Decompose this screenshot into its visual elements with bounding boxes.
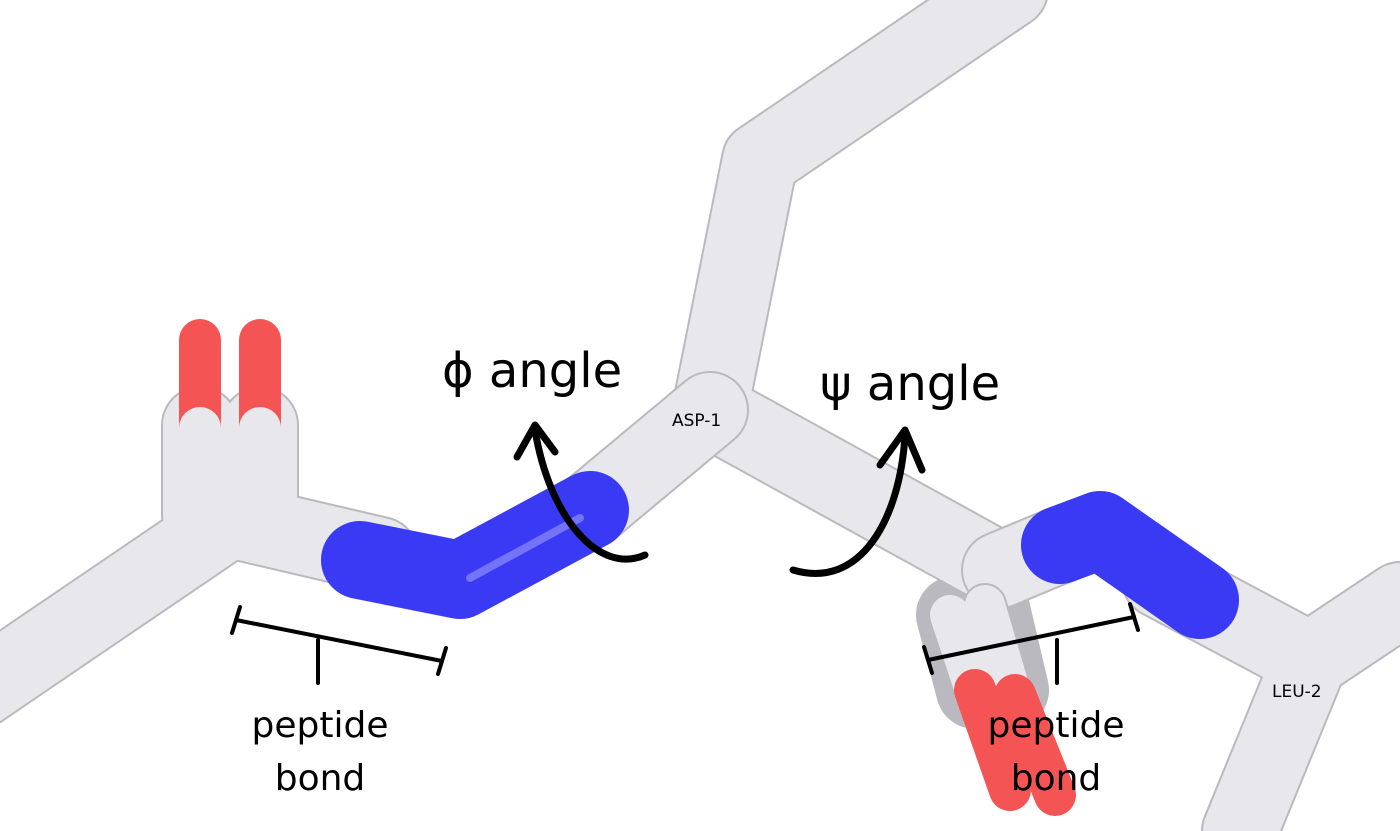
left-peptide-label-line1: peptide	[252, 705, 389, 746]
residue-leu-2-label: LEU-2	[1272, 682, 1322, 702]
psi-angle-label: ψ angle	[820, 356, 1000, 412]
psi-rotation-arrow-icon	[789, 426, 926, 577]
right-peptide-label-line2: bond	[1011, 758, 1102, 799]
phi-angle-label: ϕ angle	[442, 343, 622, 399]
left-peptide-bracket-icon	[230, 605, 448, 685]
left-peptide-label-line2: bond	[275, 758, 366, 799]
residue-asp-1-label: ASP-1	[672, 411, 721, 431]
phi-rotation-arrow-icon	[513, 421, 649, 563]
right-peptide-label-line1: peptide	[988, 705, 1125, 746]
right-peptide-bracket-icon	[922, 602, 1140, 685]
